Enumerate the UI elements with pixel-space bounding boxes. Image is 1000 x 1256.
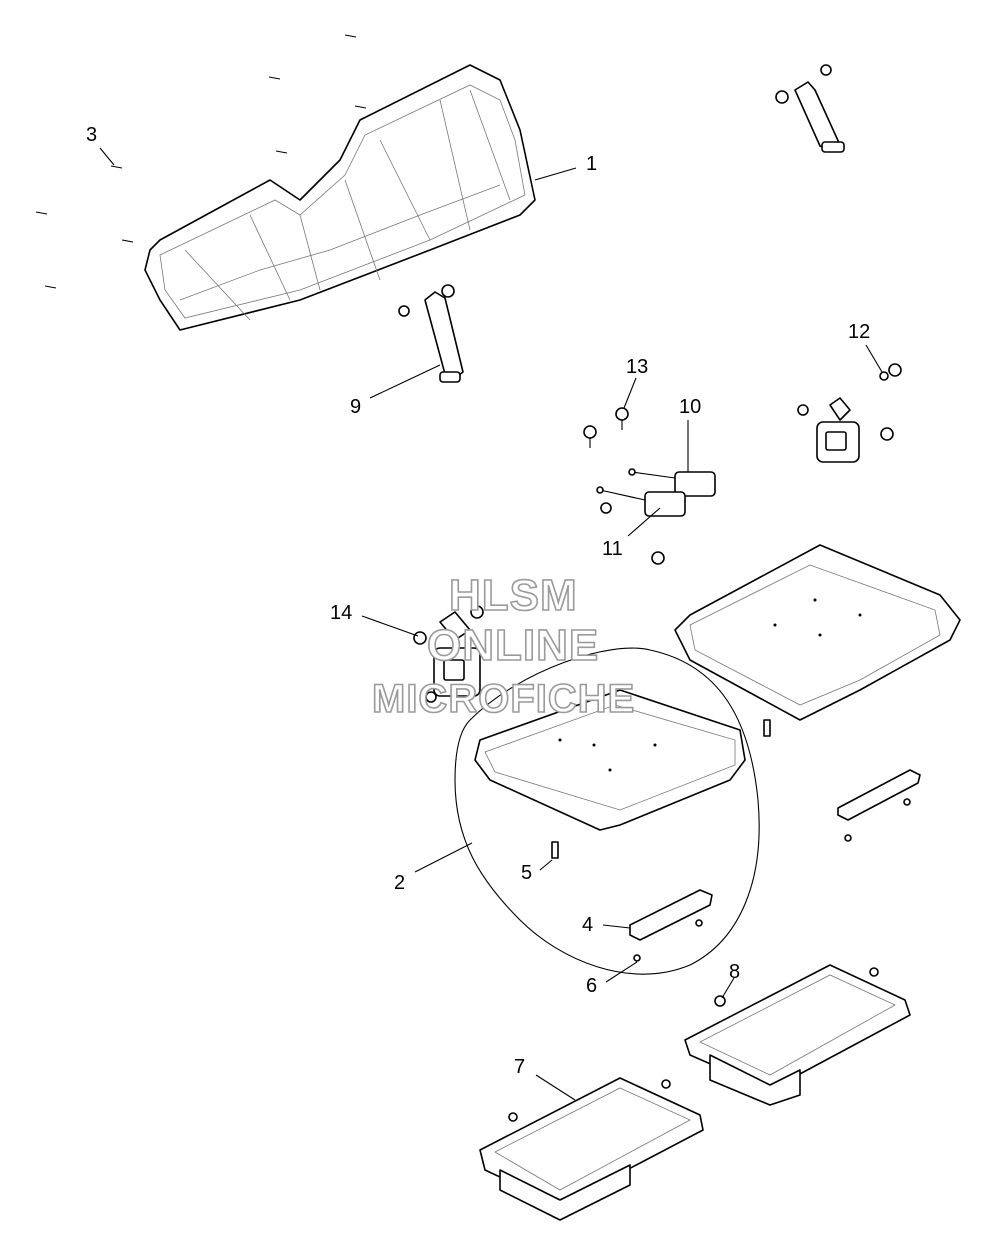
callout-9: 9 xyxy=(350,396,361,418)
leader-lines xyxy=(99,147,883,1101)
callout-12: 12 xyxy=(848,321,870,343)
bracket-part-4 xyxy=(629,889,713,941)
screw-part-5 xyxy=(551,841,559,859)
callout-1: 1 xyxy=(586,153,597,175)
buckle-part-11 xyxy=(596,486,686,517)
seat-cushion-part-2 xyxy=(454,647,760,975)
storage-tray-right xyxy=(684,964,911,1106)
callout-10: 10 xyxy=(679,396,701,418)
retractor-part-14 xyxy=(413,605,484,703)
callout-14: 14 xyxy=(330,602,352,624)
buckle-part-10 xyxy=(628,468,716,497)
backrest-part xyxy=(144,64,536,331)
callout-7: 7 xyxy=(514,1056,525,1078)
retractor-part-12 xyxy=(797,363,902,463)
callout-3: 3 xyxy=(86,124,97,146)
callout-5: 5 xyxy=(521,862,532,884)
callout-4: 4 xyxy=(582,914,593,936)
callout-labels: 1 2 3 4 5 6 7 8 9 10 11 12 13 14 xyxy=(86,124,870,1078)
storage-tray-part-7 xyxy=(479,1077,704,1221)
callout-13: 13 xyxy=(626,356,648,378)
seat-belt-part-9 xyxy=(398,284,464,383)
watermark-line-3: MICROFICHE xyxy=(372,677,635,721)
watermark-line-1: HLSM xyxy=(449,571,578,620)
seat-belt-upper-right xyxy=(775,64,845,153)
callout-11: 11 xyxy=(602,538,623,560)
callout-8: 8 xyxy=(729,961,740,983)
callout-6: 6 xyxy=(586,975,597,997)
bolt-part-13 xyxy=(583,407,665,565)
callout-2: 2 xyxy=(394,872,405,894)
screw-part-6 xyxy=(633,954,641,962)
bracket-right xyxy=(763,719,921,842)
screw-group-3 xyxy=(35,34,367,289)
seat-cushion-right xyxy=(674,544,961,721)
watermark: HLSM ONLINE MICROFICHE xyxy=(371,570,635,722)
watermark-line-2: ONLINE xyxy=(427,621,599,670)
